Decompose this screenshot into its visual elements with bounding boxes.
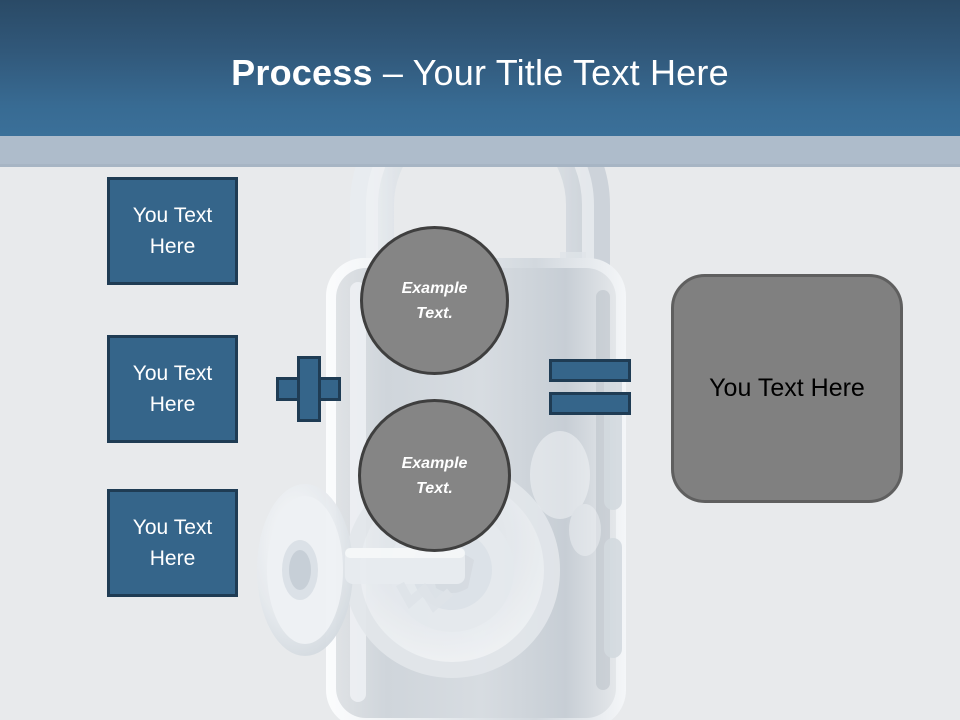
result-box-label: You Text Here <box>709 374 865 402</box>
input-box-2-label: You Text Here <box>132 362 213 416</box>
equals-icon-top-bar <box>549 359 631 382</box>
plus-icon-center-fill <box>300 380 318 398</box>
result-box[interactable]: You Text Here <box>671 274 903 503</box>
example-circle-1-line2: Text. <box>416 304 453 322</box>
example-circle-1[interactable]: Example Text. <box>360 226 509 375</box>
example-circle-1-label: Example Text. <box>392 276 478 326</box>
title-banner-accent-stripe <box>0 136 960 167</box>
page-title-rest: – Your Title Text Here <box>372 52 729 93</box>
input-box-2[interactable]: You Text Here <box>107 335 238 443</box>
page-title: Process – Your Title Text Here <box>0 50 960 96</box>
input-box-1-label: You Text Here <box>132 204 213 258</box>
title-banner-accent-edge <box>0 164 960 167</box>
input-box-1[interactable]: You Text Here <box>107 177 238 285</box>
input-box-3-label: You Text Here <box>132 516 213 570</box>
example-circle-2-label: Example Text. <box>392 451 478 501</box>
example-circle-2-line1: Example <box>401 454 468 472</box>
plus-icon <box>276 356 341 422</box>
example-circle-1-line1: Example <box>401 279 468 297</box>
page-title-emphasis: Process <box>231 52 373 93</box>
example-circle-2[interactable]: Example Text. <box>358 399 511 552</box>
example-circle-2-line2: Text. <box>416 479 453 497</box>
equals-icon <box>549 359 631 415</box>
input-box-3[interactable]: You Text Here <box>107 489 238 597</box>
equals-icon-bottom-bar <box>549 392 631 415</box>
